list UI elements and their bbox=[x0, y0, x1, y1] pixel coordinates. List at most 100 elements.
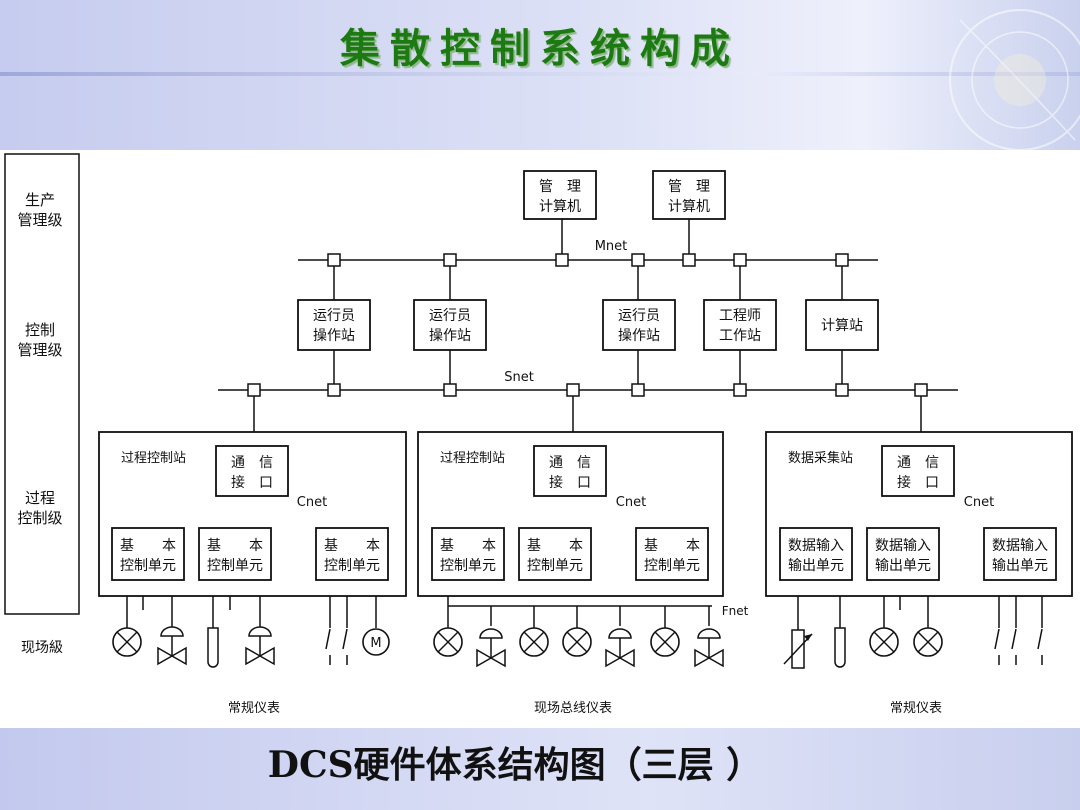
control-unit-box bbox=[983, 527, 1057, 581]
valve-icon bbox=[245, 626, 275, 666]
control-unit-label: 控制单元 bbox=[120, 558, 176, 574]
comm-interface-box bbox=[881, 445, 955, 497]
control-unit-box bbox=[111, 527, 185, 581]
operator-station-label: 操作站 bbox=[313, 328, 355, 344]
engineer-station-label: 工作站 bbox=[719, 328, 761, 344]
control-unit-box bbox=[198, 527, 272, 581]
switch-icon bbox=[1037, 628, 1043, 665]
snet-node bbox=[835, 383, 849, 397]
lamp-icon bbox=[112, 627, 142, 657]
control-unit-box bbox=[635, 527, 709, 581]
mnet-node bbox=[733, 253, 747, 267]
comm-interface-label: 通 信 bbox=[897, 455, 939, 471]
level-label-control: 控制 bbox=[25, 321, 55, 339]
mgmt-computer-label: 计算机 bbox=[539, 199, 581, 215]
mnet-label: Mnet bbox=[595, 239, 628, 254]
instrument-group-label: 现场总线仪表 bbox=[534, 701, 612, 716]
mgmt-computer-box bbox=[652, 170, 726, 220]
mnet-node bbox=[631, 253, 645, 267]
comm-interface-label: 通 信 bbox=[231, 455, 273, 471]
header-rule bbox=[0, 72, 1080, 76]
level-label-field: 现场級 bbox=[21, 640, 63, 656]
level-label-process: 控制级 bbox=[17, 509, 62, 527]
control-unit-box bbox=[779, 527, 853, 581]
snet-node bbox=[443, 383, 457, 397]
switch-icon bbox=[1011, 628, 1017, 665]
control-unit-label: 控制单元 bbox=[527, 558, 583, 574]
control-unit-label: 数据输入 bbox=[875, 538, 931, 554]
operator-station-label: 运行员 bbox=[429, 308, 471, 324]
engineer-station-label: 工程师 bbox=[719, 308, 761, 324]
lamp-icon bbox=[913, 627, 943, 657]
snet-label: Snet bbox=[504, 370, 534, 385]
switch-icon bbox=[342, 628, 348, 665]
comm-interface-box bbox=[215, 445, 289, 497]
control-unit-label: 控制单元 bbox=[324, 558, 380, 574]
footer-band bbox=[0, 728, 1080, 810]
lamp-icon bbox=[562, 627, 592, 657]
switch-icon bbox=[325, 628, 331, 665]
control-unit-label: 数据输入 bbox=[788, 538, 844, 554]
cnet-label: Cnet bbox=[297, 495, 327, 510]
control-unit-label: 基 本 bbox=[120, 537, 176, 554]
station-name-label: 过程控制站 bbox=[121, 451, 186, 466]
globe-decoration-icon bbox=[949, 9, 1080, 150]
control-unit-box bbox=[315, 527, 389, 581]
snet-node bbox=[733, 383, 747, 397]
valve-icon bbox=[694, 628, 724, 668]
station-name-label: 过程控制站 bbox=[440, 451, 505, 466]
cnet-label: Cnet bbox=[616, 495, 646, 510]
level-label-production: 管理级 bbox=[17, 211, 62, 229]
thermocouple-icon bbox=[207, 627, 219, 668]
thermocouple-icon bbox=[834, 627, 846, 668]
engineer-station-box bbox=[703, 299, 777, 351]
snet-node bbox=[566, 383, 580, 397]
valve-icon bbox=[605, 628, 635, 668]
comm-interface-label: 接 口 bbox=[897, 474, 939, 491]
level-label-control: 管理级 bbox=[17, 341, 62, 359]
motor-icon: M bbox=[362, 628, 390, 656]
instrument-group-label: 常规仪表 bbox=[890, 701, 942, 716]
comm-interface-label: 接 口 bbox=[549, 474, 591, 491]
control-unit-label: 控制单元 bbox=[440, 558, 496, 574]
snet-node bbox=[631, 383, 645, 397]
motor-label: M bbox=[370, 636, 381, 651]
slide-caption: DCS硬件体系结构图（三层 ） bbox=[267, 744, 763, 786]
switch-icon bbox=[994, 628, 1000, 665]
mgmt-computer-label: 计算机 bbox=[668, 199, 710, 215]
operator-station-label: 操作站 bbox=[618, 328, 660, 344]
control-unit-label: 输出单元 bbox=[788, 558, 844, 574]
level-column bbox=[4, 153, 80, 615]
control-unit-box bbox=[431, 527, 505, 581]
operator-station-label: 运行员 bbox=[618, 308, 660, 324]
level-label-production: 生产 bbox=[25, 191, 55, 209]
lamp-icon bbox=[869, 627, 899, 657]
lamp-icon bbox=[519, 627, 549, 657]
compute-station-box bbox=[805, 299, 879, 351]
snet-node bbox=[914, 383, 928, 397]
operator-station-label: 运行员 bbox=[313, 308, 355, 324]
control-unit-box bbox=[866, 527, 940, 581]
operator-station-box bbox=[413, 299, 487, 351]
fnet-label: Fnet bbox=[722, 604, 749, 618]
header-band bbox=[0, 0, 1080, 150]
control-unit-label: 基 本 bbox=[324, 537, 380, 554]
mgmt-computer-label: 管 理 bbox=[668, 179, 710, 195]
mnet-node bbox=[327, 253, 341, 267]
control-unit-label: 输出单元 bbox=[992, 558, 1048, 574]
instrument-group-label: 常规仪表 bbox=[228, 701, 280, 716]
valve-icon bbox=[476, 628, 506, 668]
mnet-node bbox=[555, 253, 569, 267]
control-unit-label: 基 本 bbox=[440, 537, 496, 554]
control-unit-label: 输出单元 bbox=[875, 558, 931, 574]
compute-station-label: 计算站 bbox=[821, 318, 863, 334]
control-unit-box bbox=[518, 527, 592, 581]
valve-icon bbox=[157, 626, 187, 666]
comm-interface-label: 接 口 bbox=[231, 474, 273, 491]
lamp-icon bbox=[650, 627, 680, 657]
lamp-icon bbox=[433, 627, 463, 657]
mnet-node bbox=[443, 253, 457, 267]
mgmt-computer-label: 管 理 bbox=[539, 179, 581, 195]
